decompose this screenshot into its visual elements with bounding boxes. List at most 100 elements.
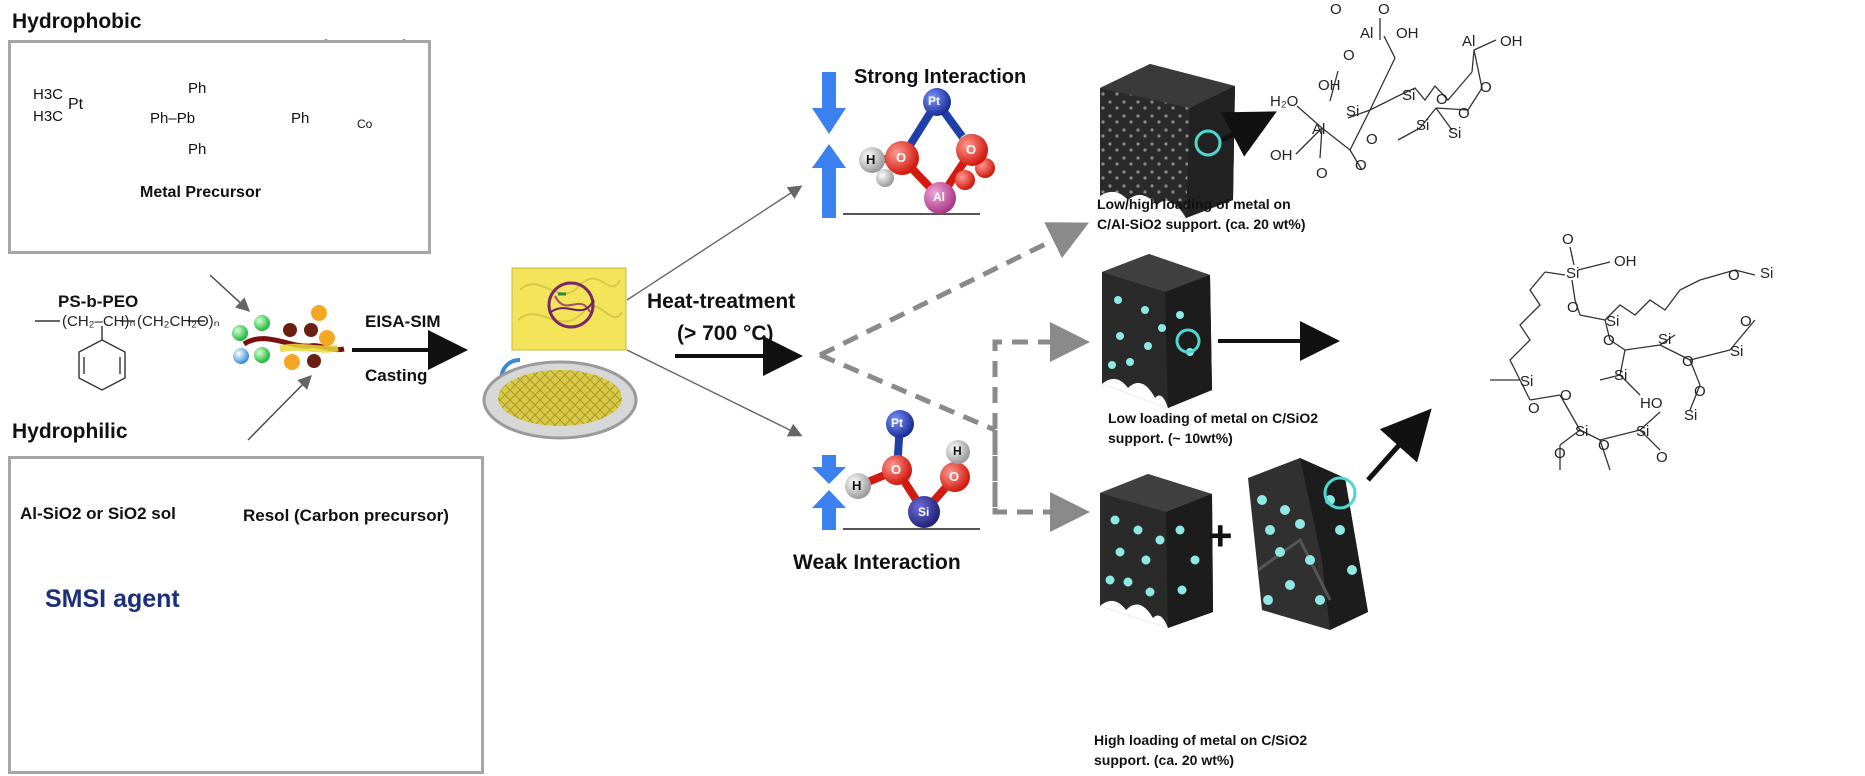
ps-peo-label: PS-b-PEO: [58, 292, 139, 311]
dashed-branch-down: [992, 430, 1090, 532]
block-al-sio2: [1100, 64, 1235, 218]
block-sio2-high-1: [1100, 474, 1213, 628]
svg-text:O: O: [1343, 47, 1355, 64]
strong-interaction-label: Strong Interaction: [854, 66, 1027, 88]
hydrophilic-box: [8, 456, 484, 774]
strong-o2-atom-label: O: [966, 142, 977, 157]
eisa-label: EISA-SIM: [365, 312, 441, 331]
ph-pb-label: Ph–Pb: [150, 110, 196, 127]
svg-text:O: O: [1567, 299, 1579, 316]
al-sio2-network: [1295, 18, 1497, 171]
caption-sio2-high-line1: High loading of metal on C/SiO2: [1094, 732, 1308, 748]
strong-h-atom-label: H: [866, 152, 876, 167]
weak-o2-atom-label: O: [949, 469, 960, 484]
casting-label: Casting: [365, 366, 428, 385]
dashed-arrow-upper: [818, 222, 1089, 358]
svg-text:H₂O: H₂O: [1270, 93, 1298, 110]
weak-si-atom-label: Si: [918, 505, 930, 519]
metal-precursor-label: Metal Precursor: [140, 184, 261, 201]
peo-repeat-text: (CH₂CH₂O)ₙ: [137, 313, 220, 330]
svg-text:O: O: [1560, 387, 1572, 404]
block-sio2-low: [1102, 254, 1212, 408]
co-label: Co: [357, 117, 373, 131]
caption-al-sio2-line2: C/Al-SiO2 support. (ca. 20 wt%): [1097, 216, 1306, 232]
weak-compress-arrows: [812, 455, 846, 530]
svg-text:Al: Al: [1312, 121, 1325, 138]
dashed-arrow-lower: [819, 352, 996, 433]
strong-compress-arrows: [812, 72, 846, 218]
svg-text:O: O: [1656, 449, 1668, 466]
al-sio2-labels: O O Al OH O H₂O OH Al OH O Si O O Al OH …: [1270, 1, 1523, 182]
svg-text:Si: Si: [1614, 367, 1627, 384]
sio2-labels: O Si OH O Si Si O O O Si O Si Si HO Si O…: [1520, 231, 1773, 466]
svg-text:Al: Al: [1360, 25, 1373, 42]
sol-label: Al-SiO2 or SiO2 sol: [20, 504, 176, 523]
mixture-cluster: [232, 305, 345, 370]
svg-text:OH: OH: [1396, 25, 1419, 42]
svg-text:O: O: [1316, 165, 1328, 182]
arrow-to-weak: [626, 349, 803, 437]
arrow-high-to-sio2-structure: [1366, 408, 1432, 482]
ps-peo-structure: [35, 320, 205, 391]
sio2-network: [1490, 246, 1756, 471]
arrow-to-strong: [626, 185, 803, 301]
svg-text:Si: Si: [1416, 117, 1429, 134]
resol-label: Resol (Carbon precursor): [243, 506, 449, 525]
svg-text:OH: OH: [1270, 147, 1293, 164]
svg-text:Si: Si: [1402, 87, 1415, 104]
svg-text:O: O: [1603, 332, 1615, 349]
weak-h2-atom-label: H: [953, 444, 962, 458]
hydrophobic-title: Hydrophobic: [12, 10, 142, 33]
hydrophilic-title: Hydrophilic: [12, 420, 128, 443]
weak-interaction-label: Weak Interaction: [793, 551, 961, 574]
svg-text:O: O: [1330, 1, 1342, 18]
svg-text:O: O: [1436, 91, 1448, 108]
svg-text:HO: HO: [1640, 395, 1663, 412]
ps-repeat-text: (CH₂–CH)ₙ: [62, 313, 135, 330]
svg-text:O: O: [1554, 445, 1566, 462]
svg-text:O: O: [1355, 157, 1367, 174]
weak-pt-atom-label: Pt: [891, 416, 903, 430]
hydrophobic-box: [8, 40, 431, 254]
smsi-agent-label: SMSI agent: [45, 585, 180, 613]
strong-o1-atom-label: O: [896, 150, 907, 165]
svg-text:Si: Si: [1566, 265, 1579, 282]
caption-sio2-low-line2: support. (~ 10wt%): [1108, 430, 1233, 446]
temperature-label: (> 700 °C): [677, 322, 774, 345]
weak-o1-atom-label: O: [891, 462, 902, 477]
svg-text:O: O: [1458, 105, 1470, 122]
svg-text:OH: OH: [1500, 33, 1523, 50]
svg-text:Si: Si: [1520, 373, 1533, 390]
caption-al-sio2-line1: Low/high loading of metal on: [1097, 196, 1291, 212]
arrow-hydrophilic-to-mixture: [247, 375, 312, 441]
svg-text:OH: OH: [1318, 77, 1341, 94]
svg-text:O: O: [1480, 79, 1492, 96]
h3c-label-bottom: H3C: [33, 108, 64, 125]
svg-text:OH: OH: [1614, 253, 1637, 270]
svg-text:Si: Si: [1636, 423, 1649, 440]
h3c-label-top: H3C: [33, 86, 64, 103]
plus-sign: +: [1208, 512, 1233, 559]
strong-pt-atom-label: Pt: [928, 94, 940, 108]
ph-label-top: Ph: [188, 80, 207, 97]
svg-text:O: O: [1366, 131, 1378, 148]
svg-text:Si: Si: [1346, 103, 1359, 120]
caption-sio2-low-line1: Low loading of metal on C/SiO2: [1108, 410, 1319, 426]
svg-text:O: O: [1562, 231, 1574, 248]
caption-sio2-high-line2: support. (ca. 20 wt%): [1094, 752, 1235, 768]
svg-text:O: O: [1728, 267, 1740, 284]
svg-text:O: O: [1740, 313, 1752, 330]
svg-text:Si: Si: [1760, 265, 1773, 282]
svg-text:Si: Si: [1658, 331, 1671, 348]
film-contents: [517, 277, 623, 329]
svg-text:Si: Si: [1606, 313, 1619, 330]
arrow-to-al-structure: [1220, 111, 1277, 157]
heat-treatment-label: Heat-treatment: [647, 290, 796, 313]
ph-label-bottom: Ph: [188, 141, 207, 158]
pt-label: Pt: [68, 96, 84, 113]
svg-text:O: O: [1378, 1, 1390, 18]
arrow-precursor-to-mixture: [209, 274, 251, 312]
svg-text:O: O: [1598, 437, 1610, 454]
svg-text:O: O: [1694, 383, 1706, 400]
svg-text:Si: Si: [1448, 125, 1461, 142]
